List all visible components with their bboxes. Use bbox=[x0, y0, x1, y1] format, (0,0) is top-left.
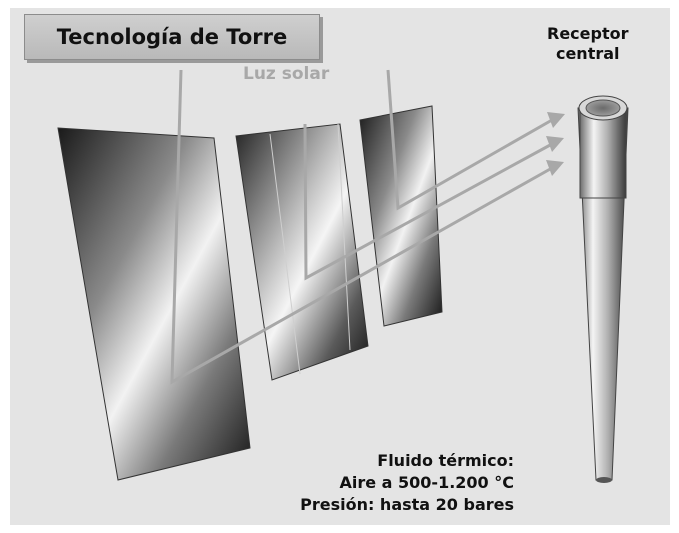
mirror-seam bbox=[269, 133, 301, 375]
receiver-label: Receptor central bbox=[547, 24, 629, 64]
diagram-title: Tecnología de Torre bbox=[56, 25, 288, 49]
central-receiver-tower bbox=[577, 95, 629, 483]
heliostat-mirror-left bbox=[57, 127, 251, 481]
heliostat-mirror-middle bbox=[235, 123, 369, 381]
sunlight-label: Luz solar bbox=[243, 64, 330, 84]
fluid-info-line2: Aire a 500-1.200 °C bbox=[339, 473, 514, 492]
fluid-info-line3: Presión: hasta 20 bares bbox=[300, 495, 514, 514]
fluid-info: Fluido térmico: Aire a 500-1.200 °C Pres… bbox=[258, 450, 514, 516]
title-box: Tecnología de Torre bbox=[24, 14, 320, 60]
receiver-label-line2: central bbox=[555, 44, 620, 63]
sun-rays bbox=[170, 69, 553, 385]
mirror-seam bbox=[337, 123, 351, 351]
ray-arrowheads bbox=[546, 112, 565, 176]
fluid-info-line1: Fluido térmico: bbox=[377, 451, 514, 470]
heliostat-mirror-right bbox=[359, 105, 443, 327]
receiver-label-line1: Receptor bbox=[547, 24, 629, 43]
